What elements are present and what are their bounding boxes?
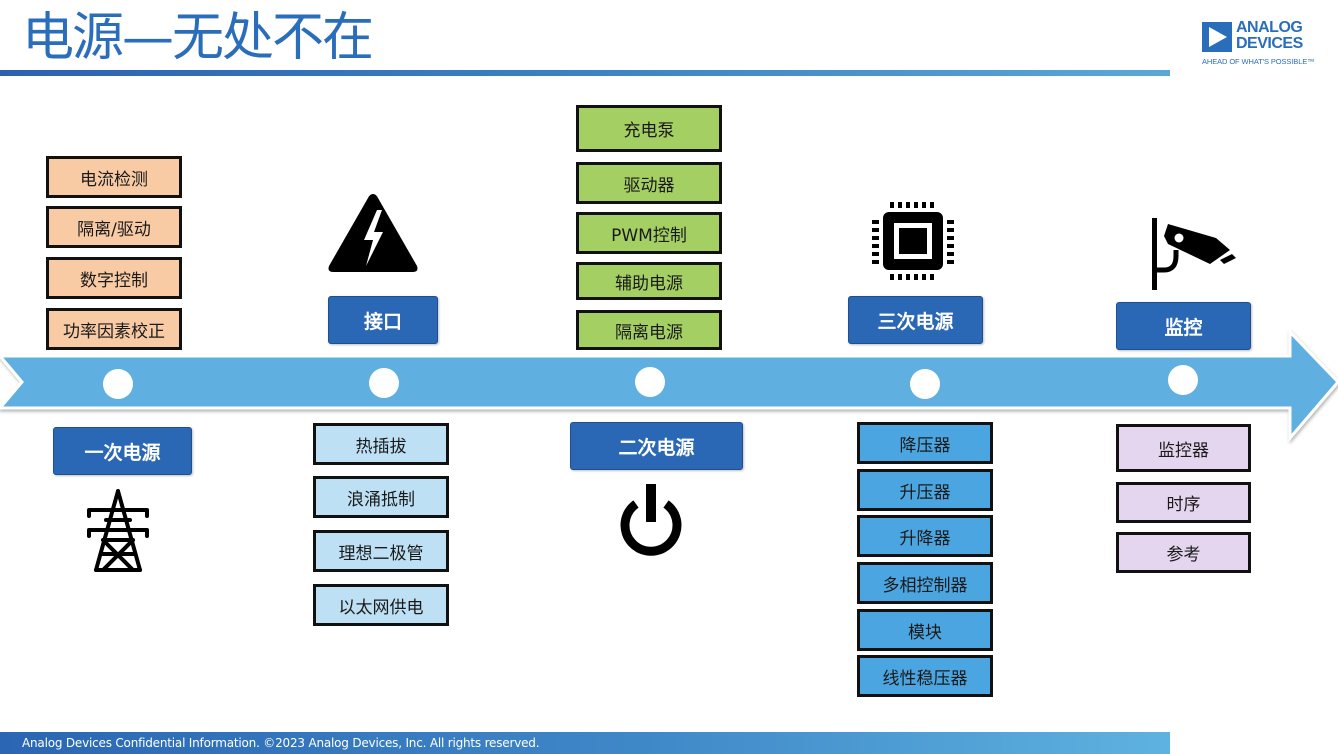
item-hot-swap[interactable]: 热插拔 xyxy=(313,423,449,465)
category-tertiary-power[interactable]: 三次电源 xyxy=(848,296,983,344)
high-voltage-warning-icon xyxy=(328,194,418,272)
item-boost-converter[interactable]: 升压器 xyxy=(857,469,993,511)
item-buck-converter[interactable]: 降压器 xyxy=(857,422,993,464)
item-module[interactable]: 模块 xyxy=(857,609,993,651)
item-auxiliary-power[interactable]: 辅助电源 xyxy=(576,262,722,300)
item-current-sensing[interactable]: 电流检测 xyxy=(46,156,182,198)
category-primary-power[interactable]: 一次电源 xyxy=(53,427,192,475)
item-charge-pump[interactable]: 充电泵 xyxy=(576,105,722,152)
item-monitor[interactable]: 监控器 xyxy=(1116,424,1251,472)
timeline-node-monitoring xyxy=(1168,365,1198,395)
logo-line2: DEVICES xyxy=(1236,35,1303,52)
item-power-factor-correction[interactable]: 功率因素校正 xyxy=(46,308,182,350)
item-digital-control[interactable]: 数字控制 xyxy=(46,257,182,299)
timeline-node-interface xyxy=(369,368,399,398)
item-driver[interactable]: 驱动器 xyxy=(576,162,722,204)
item-power-over-ethernet[interactable]: 以太网供电 xyxy=(313,584,449,626)
category-interface[interactable]: 接口 xyxy=(328,296,438,344)
timeline-node-tertiary xyxy=(910,369,940,399)
item-ideal-diode[interactable]: 理想二极管 xyxy=(313,530,449,572)
footer-copyright: Analog Devices Confidential Information.… xyxy=(22,736,540,750)
item-buck-boost-converter[interactable]: 升降器 xyxy=(857,515,993,557)
timeline-node-secondary xyxy=(635,367,665,397)
title-underline xyxy=(0,70,1170,76)
timeline-arrow-body xyxy=(0,330,1338,443)
category-monitoring[interactable]: 监控 xyxy=(1116,302,1251,350)
item-linear-regulator[interactable]: 线性稳压器 xyxy=(857,655,993,697)
footer-bar: Analog Devices Confidential Information.… xyxy=(0,732,1170,754)
page-title: 电源—无处不在 xyxy=(22,8,374,68)
analog-devices-logo: ANALOG DEVICES AHEAD OF WHAT'S POSSIBLE™ xyxy=(1202,20,1320,68)
power-tower-icon xyxy=(87,489,149,572)
power-button-icon xyxy=(620,484,682,556)
timeline-node-primary xyxy=(103,369,133,399)
logo-line1: ANALOG xyxy=(1236,19,1303,36)
item-sequencing[interactable]: 时序 xyxy=(1116,482,1251,523)
security-camera-icon xyxy=(1152,218,1236,290)
item-isolation-drive[interactable]: 隔离/驱动 xyxy=(46,206,182,248)
chip-icon xyxy=(872,202,954,280)
item-multiphase-controller[interactable]: 多相控制器 xyxy=(857,562,993,604)
item-surge-suppression[interactable]: 浪涌抵制 xyxy=(313,476,449,518)
logo-tagline: AHEAD OF WHAT'S POSSIBLE™ xyxy=(1202,57,1315,66)
item-pwm-control[interactable]: PWM控制 xyxy=(576,212,722,254)
logo-wordmark: ANALOG DEVICES xyxy=(1236,20,1303,52)
item-isolated-power[interactable]: 隔离电源 xyxy=(576,310,722,350)
item-reference[interactable]: 参考 xyxy=(1116,532,1251,573)
timeline-arrow xyxy=(0,330,1338,443)
logo-triangle-icon xyxy=(1202,22,1232,52)
category-secondary-power[interactable]: 二次电源 xyxy=(570,422,743,470)
